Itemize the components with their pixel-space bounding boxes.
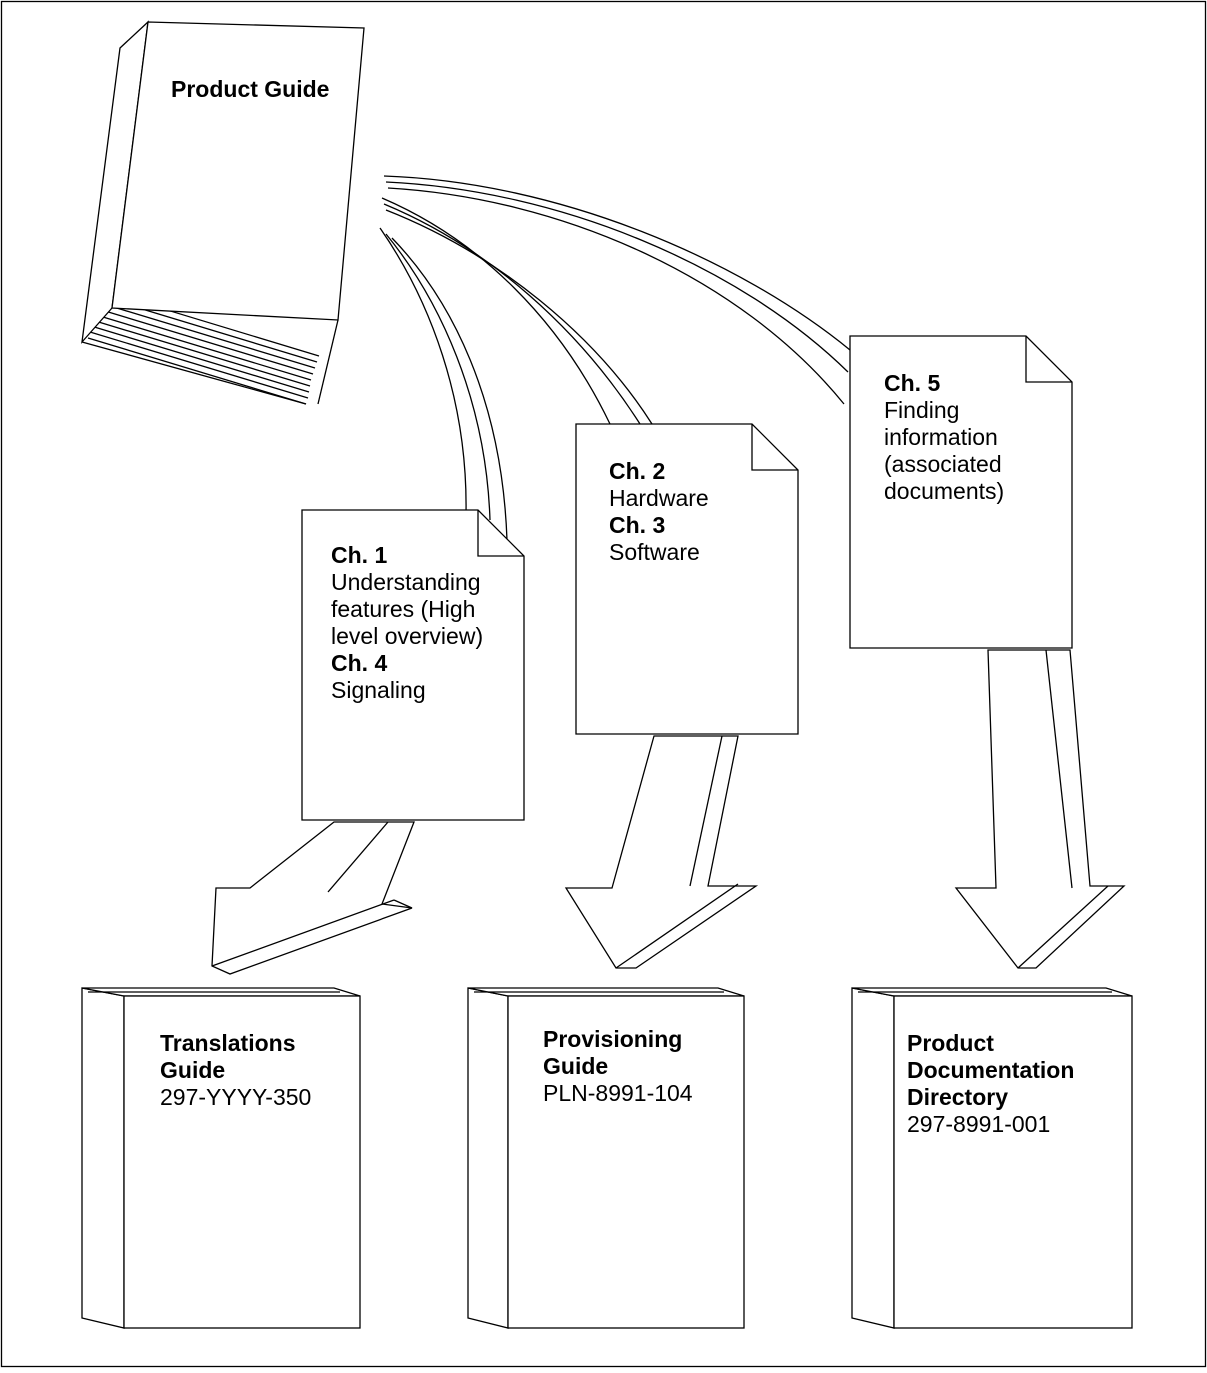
ch5-line-4: documents) [884,478,1005,504]
ch3-line-1: Software [609,539,700,565]
ch1-line-1: Understanding [331,569,481,595]
ch3-heading: Ch. 3 [609,512,666,538]
ch2-line-1: Hardware [609,485,709,511]
book-title-line: Translations [160,1030,296,1056]
ch5-line-2: information [884,424,998,450]
ch1-line-3: level overview) [331,623,484,649]
flow-arrow-to-ch1 [379,227,508,541]
book-title-line: Guide [543,1053,609,1079]
ch2-heading: Ch. 2 [609,458,666,484]
ch1-ch4-page-icon [301,509,525,821]
provisioning-guide-label: Provisioning Guide PLN-8991-104 [543,1026,693,1107]
flow-arrow-to-ch5 [383,175,851,405]
ch1-ch4-page-text: Ch. 1 Understanding features (High level… [331,542,483,704]
ch5-heading: Ch. 5 [884,370,941,396]
book-title-line: Guide [160,1057,226,1083]
flow-arrow-to-provisioning-guide [564,735,759,969]
documentation-directory-book-icon [851,987,1133,1329]
flow-arrow-to-ch2 [381,197,653,425]
ch5-line-1: Finding [884,397,960,423]
book-number: PLN-8991-104 [543,1080,693,1106]
translations-guide-label: Translations Guide 297-YYYY-350 [160,1030,311,1111]
provisioning-guide-book-icon [467,987,745,1329]
book-title-line: Directory [907,1084,1008,1110]
ch2-ch3-page-text: Ch. 2 Hardware Ch. 3 Software [609,458,709,566]
flow-arrow-to-documentation-directory [954,649,1126,969]
translations-guide-book-icon [81,987,361,1329]
book-number: 297-8991-001 [907,1111,1051,1137]
ch4-line-1: Signaling [331,677,426,703]
book-title-line: Documentation [907,1057,1075,1083]
product-guide-title: Product Guide [171,76,330,102]
ch1-line-2: features (High [331,596,476,622]
book-title-line: Product [907,1030,994,1056]
ch2-ch3-page-icon [575,423,799,735]
flow-arrow-to-translations-guide [211,821,415,975]
ch5-page-icon [849,335,1073,649]
ch5-page-text: Ch. 5 Finding information (associated do… [884,370,1004,505]
product-guide-book-icon [81,20,365,405]
book-title-line: Provisioning [543,1026,683,1052]
ch5-line-3: (associated [884,451,1002,477]
documentation-directory-label: Product Documentation Directory 297-8991… [907,1030,1074,1138]
ch1-heading: Ch. 1 [331,542,388,568]
book-number: 297-YYYY-350 [160,1084,312,1110]
ch4-heading: Ch. 4 [331,650,388,676]
